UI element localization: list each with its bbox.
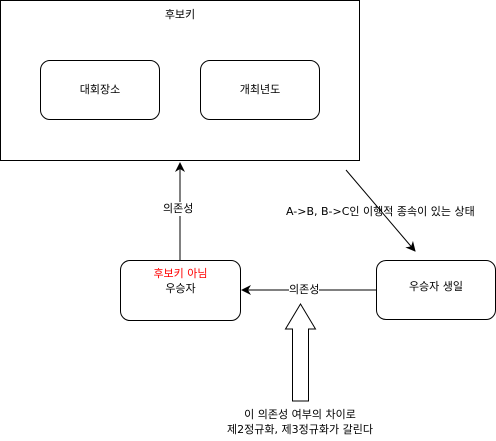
attribute-year-box: 개최년도 <box>200 60 320 120</box>
normalization-note-line2: 제2정규화, 제3정규화가 갈린다 <box>227 423 373 436</box>
normalization-note-line1: 이 의존성 여부의 차이로 <box>244 408 356 421</box>
arrow-transitive <box>345 169 416 252</box>
non-candidate-annotation: 후보키 아님 <box>153 267 208 280</box>
winner-label: 우승자 <box>165 282 196 295</box>
dependency-label-up: 의존성 <box>163 202 194 216</box>
winner-birthdate-box: 우승자 생일 <box>376 260 496 320</box>
candidate-key-title: 후보키 <box>164 8 196 21</box>
winner-birthdate-label: 우승자 생일 <box>408 280 464 293</box>
transitive-dependency-note: A->B, B->C인 이행적 종속이 있는 상태 <box>286 205 475 218</box>
attribute-venue-box: 대회장소 <box>40 60 160 120</box>
winner-box: 후보키 아님 우승자 <box>120 260 241 321</box>
attribute-year-label: 개최년도 <box>239 83 281 96</box>
hollow-up-arrow <box>284 303 317 402</box>
dependency-label-left: 의존성 <box>289 283 320 297</box>
attribute-venue-label: 대회장소 <box>79 83 121 96</box>
